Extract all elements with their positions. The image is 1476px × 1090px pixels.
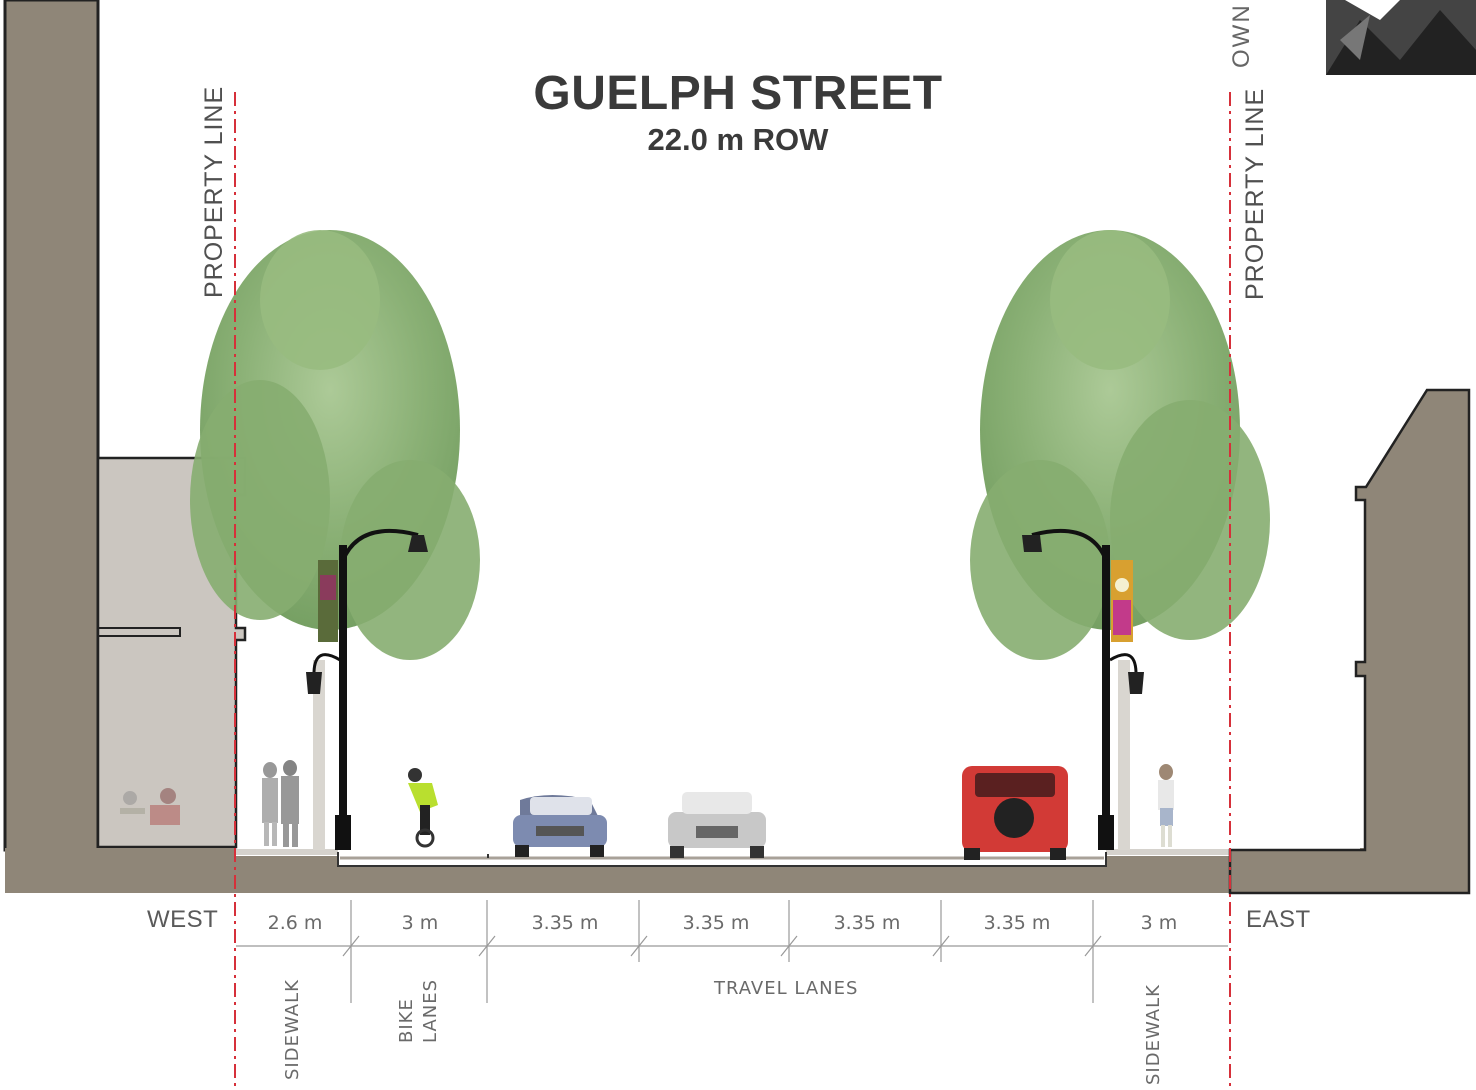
cafe-seating [120, 788, 180, 825]
ground [5, 848, 1469, 893]
road-outline [337, 852, 1107, 867]
dimension-label: 3.35 m [983, 912, 1051, 934]
zone-label-bike: BIKE [396, 998, 417, 1043]
east-property-line-label: PROPERTY LINE [1241, 87, 1269, 300]
zone-label-sidewalk-east: SIDEWALK [1143, 984, 1164, 1085]
east-pedestrian [1158, 764, 1174, 847]
west-building-ledge [98, 627, 181, 637]
zone-label-travel-lanes: TRAVEL LANES [714, 978, 859, 999]
dimension-label: 3.35 m [833, 912, 901, 934]
dimension-lines [236, 900, 1228, 1003]
east-direction-label: EAST [1246, 906, 1311, 933]
east-street-light [1022, 528, 1144, 850]
west-property-line-label: PROPERTY LINE [200, 85, 228, 298]
dimension-label: 3.35 m [682, 912, 750, 934]
dimension-label: 3.35 m [531, 912, 599, 934]
car-silver [668, 792, 766, 858]
cyclist [408, 768, 438, 848]
east-tree [970, 230, 1270, 850]
logo-text-fragment: OWN [1228, 3, 1255, 68]
west-direction-label: WEST [147, 906, 219, 933]
dimension-label: 3 m [401, 912, 439, 934]
west-pedestrians [262, 760, 299, 847]
zone-label-sidewalk-west: SIDEWALK [282, 979, 303, 1080]
east-building [1228, 388, 1471, 895]
logo-graphic [1326, 0, 1476, 75]
west-street-light [306, 528, 428, 850]
car-blue [513, 795, 607, 857]
diagram-subtitle: 22.0 m ROW [647, 122, 829, 157]
dimension-label: 3 m [1140, 912, 1178, 934]
dimension-label: 2.6 m [267, 912, 323, 934]
diagram-title: GUELPH STREET [533, 67, 943, 120]
car-red-suv [962, 766, 1068, 860]
zone-label-lanes: LANES [420, 978, 441, 1043]
